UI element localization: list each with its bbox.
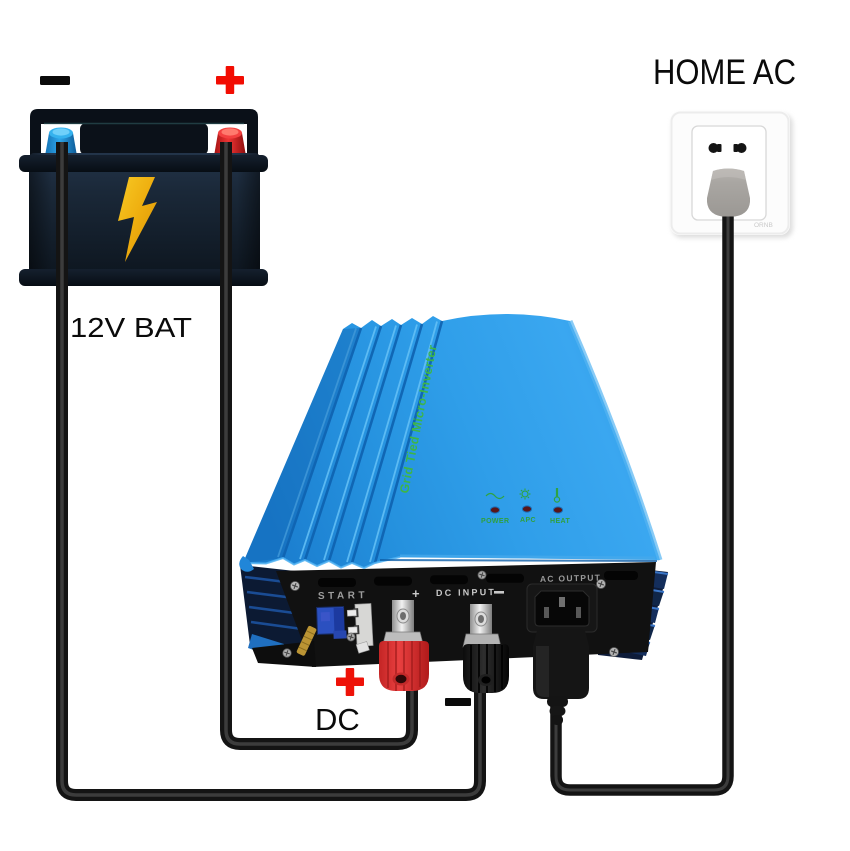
svg-text:POWER: POWER (481, 518, 509, 525)
svg-text:12V BAT: 12V BAT (70, 312, 192, 343)
svg-text:HOME AC: HOME AC (653, 53, 796, 92)
svg-text:ORNB: ORNB (754, 222, 773, 229)
svg-text:AC OUTPUT: AC OUTPUT (540, 572, 602, 584)
svg-text:DC: DC (315, 702, 360, 737)
svg-text:DC INPUT: DC INPUT (436, 587, 496, 598)
svg-text:START: START (318, 590, 368, 602)
svg-text:APC: APC (520, 517, 536, 524)
svg-text:HEAT: HEAT (550, 518, 570, 525)
svg-text:+: + (412, 586, 420, 601)
